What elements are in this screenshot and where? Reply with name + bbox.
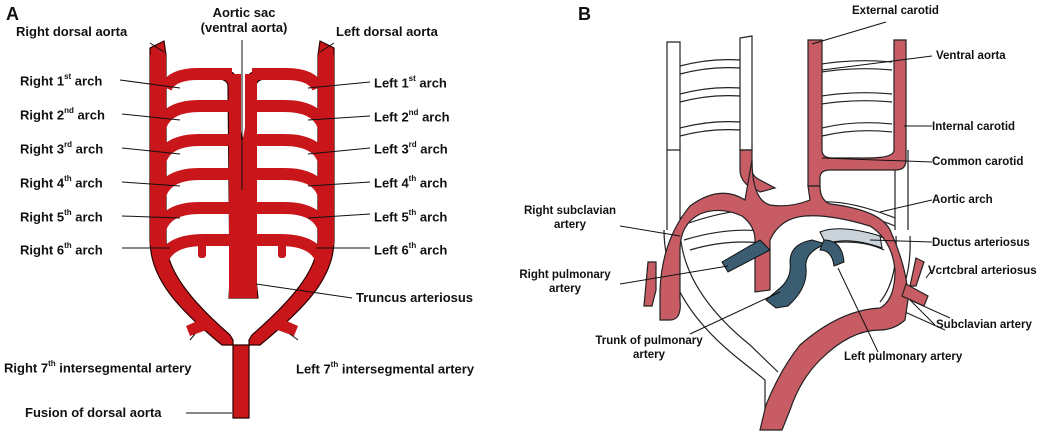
trunk-pulmonary-label: Trunk of pulmonary artery (590, 334, 708, 362)
right-arch-4-label: Right 4th arch (20, 174, 103, 191)
ventral-aorta-text: (ventral aorta) (200, 20, 288, 35)
panel-b-leaders (619, 21, 936, 353)
left-arch-3-label: Left 3rd arch (374, 140, 448, 157)
ventral-aorta-label: Ventral aorta (936, 50, 1006, 62)
right-arch-1 (160, 68, 232, 91)
right-vertebral (643, 261, 657, 307)
intersegmental-right (186, 318, 212, 336)
right-arch-5-label: Right 5th arch (20, 208, 103, 225)
panel-a-letter: A (6, 4, 19, 24)
right-arch-2-label: Right 2nd arch (20, 106, 105, 123)
right-subclavian-line1: Right subclavian (523, 205, 617, 217)
ventral-aorta-stem-left (245, 74, 257, 254)
pulm-bud-left (278, 244, 286, 258)
ventral-aorta-stem-right (229, 74, 241, 254)
right-subclavian-line2: artery (554, 219, 586, 231)
right-arch-6 (156, 234, 236, 265)
truncus (229, 240, 257, 298)
trunk-pulmonary-line2: artery (633, 349, 665, 361)
right-7th-intersegmental-label: Right 7th intersegmental artery (4, 359, 192, 376)
trunk-pulmonary-line1: Trunk of pulmonary (595, 335, 703, 347)
left-arch-4-label: Left 4th arch (374, 174, 448, 191)
right-arch-2 (154, 100, 234, 131)
intersegmental-left (272, 318, 298, 336)
common-carotid-label: Common carotid (932, 156, 1024, 168)
left-arch-2-label: Left 2nd arch (374, 108, 450, 125)
left-arch-1-label: Left 1st arch (374, 74, 447, 91)
pulm-bud-right (198, 244, 206, 258)
left-arch-1 (252, 68, 324, 91)
vertebral-arteriosus-label: Vcrtcbral arteriosus (928, 265, 1037, 277)
left-dorsal-aorta-label: Left dorsal aorta (336, 24, 438, 39)
left-arch-5-label: Left 5th arch (374, 208, 448, 225)
right-arch-5 (154, 202, 236, 233)
left-arch-4 (248, 168, 330, 199)
left-carotid-column (807, 39, 907, 187)
left-arch-3 (248, 134, 330, 165)
dorsal-aorta-right (150, 55, 166, 245)
panel-a-fill (150, 55, 334, 336)
left-arch-6 (248, 234, 328, 265)
aortic-sac-text: Aortic sac (212, 5, 276, 20)
left-7th-intersegmental-label: Left 7th intersegmental artery (296, 360, 475, 377)
external-carotid-label: External carotid (852, 5, 939, 17)
left-subclavian (901, 283, 929, 307)
panel-a-leaders (119, 40, 371, 414)
trunk-of-pulmonary-artery (765, 239, 828, 309)
left-pulmonary-label: Left pulmonary artery (844, 351, 963, 363)
subclavian-artery-label: Subclavian artery (936, 319, 1032, 331)
right-pulmonary-label: Right pulmonary artery (512, 268, 618, 296)
right-pulmonary-line1: Right pulmonary (519, 269, 611, 281)
panel-b-pulmonary (721, 228, 883, 309)
left-arch-6-label: Left 6th arch (374, 241, 448, 258)
right-carotid-column (739, 149, 777, 193)
left-arch-5 (248, 202, 330, 233)
right-arch-6-label: Right 6th arch (20, 241, 103, 258)
truncus-arteriosus-label: Truncus arteriosus (356, 290, 474, 305)
ductus-arteriosus (819, 228, 883, 249)
right-pulmonary-artery (721, 239, 771, 273)
right-arch-3 (154, 134, 236, 165)
internal-carotid-label: Internal carotid (932, 121, 1016, 133)
right-arch-1-label: Right 1st arch (20, 72, 103, 89)
panel-b-letter: B (578, 4, 591, 24)
right-pulmonary-line2: artery (549, 283, 581, 295)
aortic-sac-label: Aortic sac (ventral aorta) (196, 5, 292, 35)
right-arch-3-label: Right 3rd arch (20, 140, 104, 157)
panel-b-systemic-vessels (643, 39, 929, 431)
ductus-arteriosus-label: Ductus arteriosus (932, 237, 1030, 249)
aortic-arch (659, 159, 909, 431)
left-vertebral (909, 257, 925, 287)
right-subclavian-label: Right subclavian artery (520, 204, 620, 232)
dorsal-aorta-left (318, 55, 334, 245)
right-dorsal-aorta-label: Right dorsal aorta (16, 24, 128, 39)
left-arch-2 (250, 100, 330, 131)
fusion-dorsal-aorta-label: Fusion of dorsal aorta (25, 405, 162, 420)
aortic-arch-label: Aortic arch (932, 194, 993, 206)
left-pulmonary-artery (819, 239, 845, 267)
